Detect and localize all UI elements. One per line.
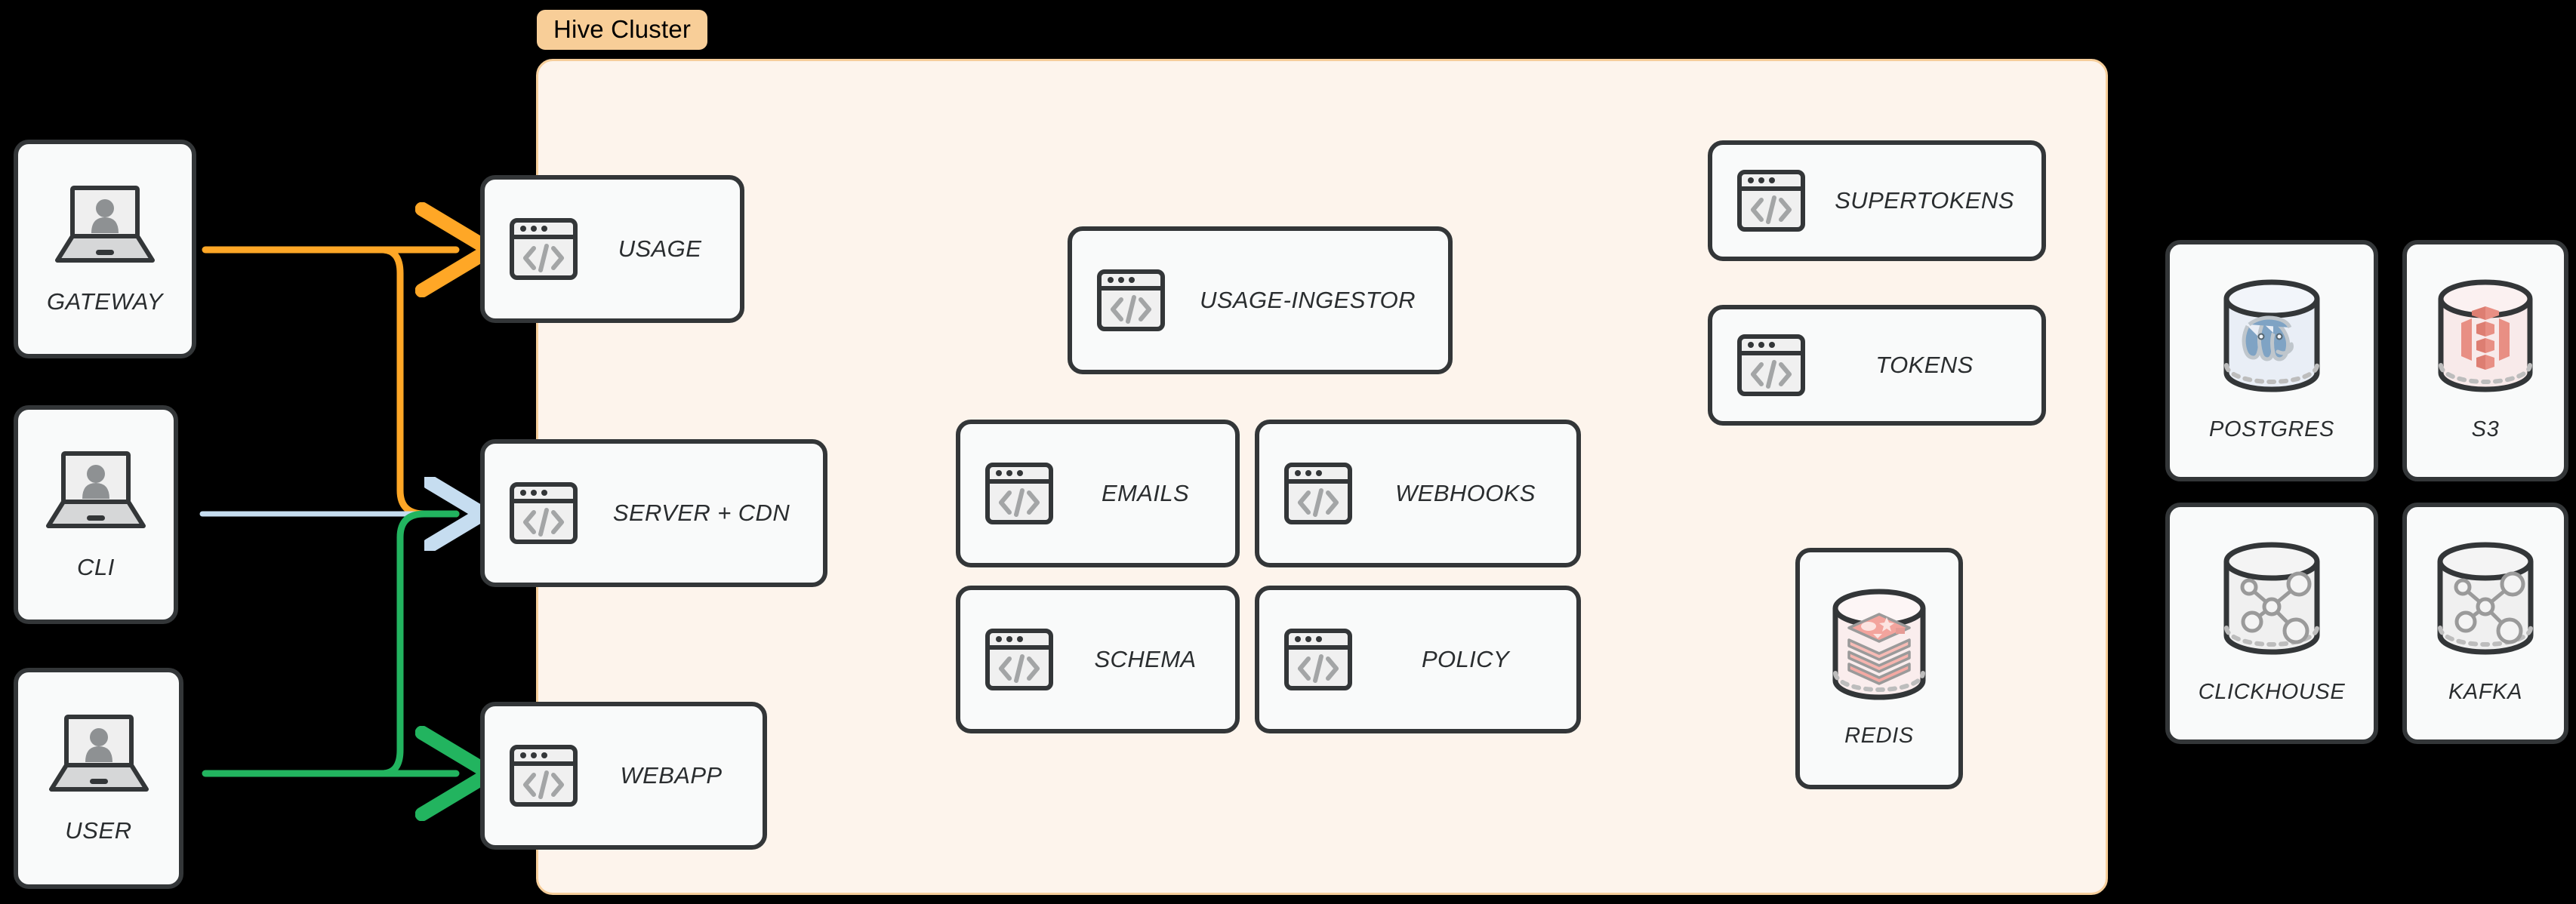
service-label: POLICY <box>1421 646 1510 672</box>
code-window-icon <box>1735 165 1807 237</box>
datastore-card-redis[interactable]: REDIS <box>1795 548 1963 789</box>
hive-cluster-badge[interactable]: Hive Cluster <box>537 10 708 50</box>
datastore-card-postgres[interactable]: POSTGRES <box>2165 240 2378 481</box>
service-card-usage-ingestor[interactable]: USAGE-INGESTOR <box>1068 226 1453 374</box>
service-label: WEBAPP <box>620 762 723 789</box>
redis-cylinder-icon <box>1828 589 1930 704</box>
service-card-webhooks[interactable]: WEBHOOKS <box>1255 420 1581 567</box>
connector-gateway-server-cdn <box>378 246 460 518</box>
code-window-icon <box>507 213 580 285</box>
client-card-user[interactable]: USER <box>14 668 183 889</box>
service-card-emails[interactable]: EMAILS <box>956 420 1240 567</box>
service-card-webapp[interactable]: WEBAPP <box>480 702 767 850</box>
service-card-tokens[interactable]: TOKENS <box>1708 305 2046 426</box>
client-label: USER <box>65 817 132 844</box>
laptop-user-icon <box>35 449 156 537</box>
client-card-cli[interactable]: CLI <box>14 405 178 624</box>
service-label: SCHEMA <box>1094 646 1197 672</box>
client-card-gateway[interactable]: GATEWAY <box>14 140 196 358</box>
code-window-icon <box>1282 457 1354 530</box>
code-window-icon <box>1282 623 1354 696</box>
code-window-icon <box>1735 329 1807 401</box>
postgres-cylinder-icon <box>2219 279 2325 398</box>
datastore-card-s3[interactable]: S3 <box>2402 240 2568 481</box>
datastore-label: S3 <box>2471 417 2500 441</box>
service-label: WEBHOOKS <box>1395 480 1536 506</box>
code-window-icon <box>983 457 1055 530</box>
service-label: USAGE <box>618 235 702 262</box>
datastore-label: REDIS <box>1844 724 1914 748</box>
datastore-label: KAFKA <box>2448 680 2523 704</box>
code-window-icon <box>1095 264 1167 337</box>
service-card-schema[interactable]: SCHEMA <box>956 586 1240 733</box>
client-label: GATEWAY <box>46 287 164 315</box>
service-label: SERVER + CDN <box>612 500 790 526</box>
network-cylinder-icon <box>2219 542 2325 660</box>
service-card-server-cdn[interactable]: SERVER + CDN <box>480 439 827 587</box>
datastore-card-kafka[interactable]: KAFKA <box>2402 503 2568 744</box>
datastore-label: CLICKHOUSE <box>2198 680 2346 704</box>
service-label: EMAILS <box>1101 480 1190 506</box>
code-window-icon <box>507 739 580 812</box>
laptop-user-icon <box>39 712 159 801</box>
network-cylinder-icon <box>2433 542 2538 660</box>
datastore-label: POSTGRES <box>2209 417 2334 441</box>
datastore-card-clickhouse[interactable]: CLICKHOUSE <box>2165 503 2378 744</box>
service-label: SUPERTOKENS <box>1835 187 2014 214</box>
s3-cylinder-icon <box>2433 279 2537 398</box>
client-label: CLI <box>76 553 116 580</box>
connector-user-server-cdn <box>378 510 460 777</box>
service-card-policy[interactable]: POLICY <box>1255 586 1581 733</box>
service-card-usage[interactable]: USAGE <box>480 175 744 323</box>
code-window-icon <box>983 623 1055 696</box>
service-label: USAGE-INGESTOR <box>1200 287 1416 313</box>
code-window-icon <box>507 477 580 549</box>
laptop-user-icon <box>45 183 165 272</box>
service-card-supertokens[interactable]: SUPERTOKENS <box>1708 140 2046 261</box>
service-label: TOKENS <box>1875 352 1974 378</box>
